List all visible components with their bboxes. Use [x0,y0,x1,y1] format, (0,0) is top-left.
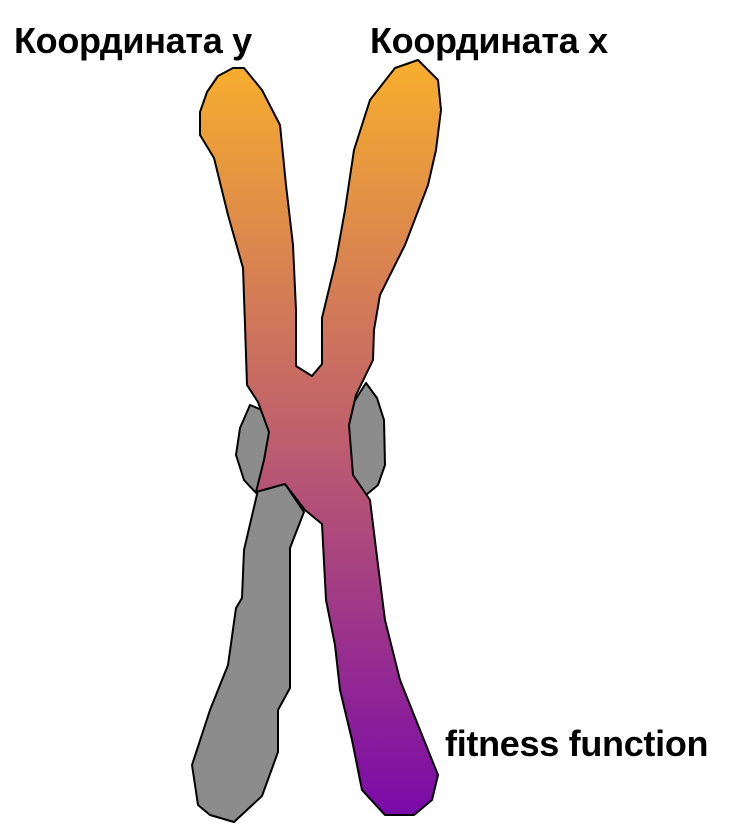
label-coordinate-y: Координата у [14,20,252,61]
gray-lower-arm [191,483,305,823]
label-fitness-function: fitness function [445,723,709,764]
chromosome-colored-body [199,59,442,816]
label-coordinate-x: Координата х [370,20,608,61]
